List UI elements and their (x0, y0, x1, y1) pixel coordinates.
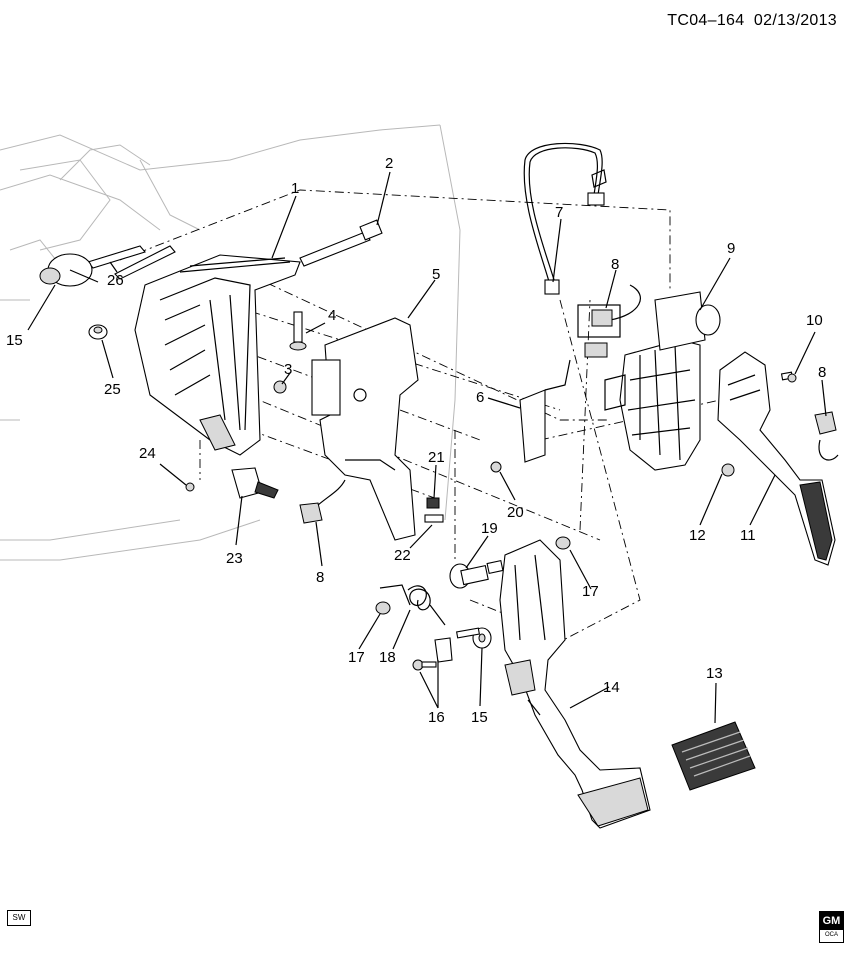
callout-18: 18 (379, 649, 396, 666)
clip-bolt-16 (412, 637, 453, 671)
gm-logo-subtext: OCA (824, 932, 838, 938)
bushing-17-left (375, 601, 391, 615)
sensor-clip (519, 359, 571, 463)
callout-20: 20 (507, 504, 524, 521)
nut-12 (721, 463, 735, 477)
bracket-26 (87, 245, 176, 280)
diagram-date: 02/13/2013 (753, 12, 837, 29)
callout-15-center: 15 (471, 709, 488, 726)
brake-pedal-pad (671, 721, 756, 791)
callout-23: 23 (226, 550, 243, 567)
callout-11: 11 (740, 527, 756, 544)
stoplamp-switch (231, 467, 279, 499)
nut-3 (273, 380, 287, 394)
leader-lines (27, 171, 827, 724)
callout-8-right: 8 (818, 364, 826, 381)
bolts-21-22 (424, 497, 444, 523)
callout-5: 5 (432, 266, 440, 283)
sw-badge: SW (7, 910, 31, 926)
gm-logo: GM OCA (819, 911, 844, 943)
callout-22: 22 (394, 547, 411, 564)
diagram-code: TC04–164 (667, 12, 745, 29)
callout-12: 12 (689, 527, 706, 544)
callout-6: 6 (476, 389, 484, 406)
vehicle-body-outline (0, 124, 461, 561)
callout-17-right: 17 (582, 583, 599, 600)
callout-17-left: 17 (348, 649, 365, 666)
callout-14: 14 (603, 679, 620, 696)
accelerator-pedal (717, 351, 836, 566)
connector-8b (299, 479, 346, 524)
callout-26: 26 (107, 272, 124, 289)
callout-2: 2 (385, 155, 393, 172)
callout-24: 24 (139, 445, 156, 462)
bolt-10 (780, 371, 797, 383)
bushing-25 (88, 324, 108, 340)
control-module-plate (311, 317, 419, 541)
callout-25: 25 (104, 381, 121, 398)
diagram-header: TC04–164 02/13/2013 (667, 12, 837, 30)
bolt-4 (289, 311, 307, 351)
callout-21: 21 (428, 449, 445, 466)
wiring-harness (523, 142, 607, 295)
return-spring (379, 584, 446, 626)
callout-16: 16 (428, 709, 445, 726)
connector-8c (814, 411, 839, 461)
connector-8a (577, 284, 641, 338)
callout-3: 3 (284, 361, 292, 378)
pushrod (299, 219, 383, 267)
bushing-19 (449, 560, 504, 589)
callout-7: 7 (555, 204, 563, 221)
bushing-17-right (555, 536, 571, 550)
callout-labels: 1 2 3 4 5 6 7 8 8 8 9 10 11 12 13 14 15 … (6, 155, 826, 726)
callout-19: 19 (481, 520, 498, 537)
fastener-24 (185, 482, 195, 492)
callout-8-top: 8 (611, 256, 619, 273)
callout-4: 4 (328, 307, 336, 324)
pedal-bracket (134, 254, 301, 456)
callout-9: 9 (727, 240, 735, 257)
gm-logo-text: GM (820, 912, 843, 930)
bushing-15-left (39, 253, 99, 287)
callout-15-left: 15 (6, 332, 23, 349)
alignment-lines (119, 189, 721, 661)
callout-8-bottom: 8 (316, 569, 324, 586)
connector-mini (584, 342, 608, 358)
callout-13: 13 (706, 665, 723, 682)
washer-15-center (456, 627, 492, 649)
callout-1: 1 (291, 180, 299, 197)
plug-20 (490, 461, 502, 473)
brake-pedal-actuator (604, 291, 721, 471)
callout-10: 10 (806, 312, 823, 329)
brake-pedal-arm (499, 539, 651, 829)
